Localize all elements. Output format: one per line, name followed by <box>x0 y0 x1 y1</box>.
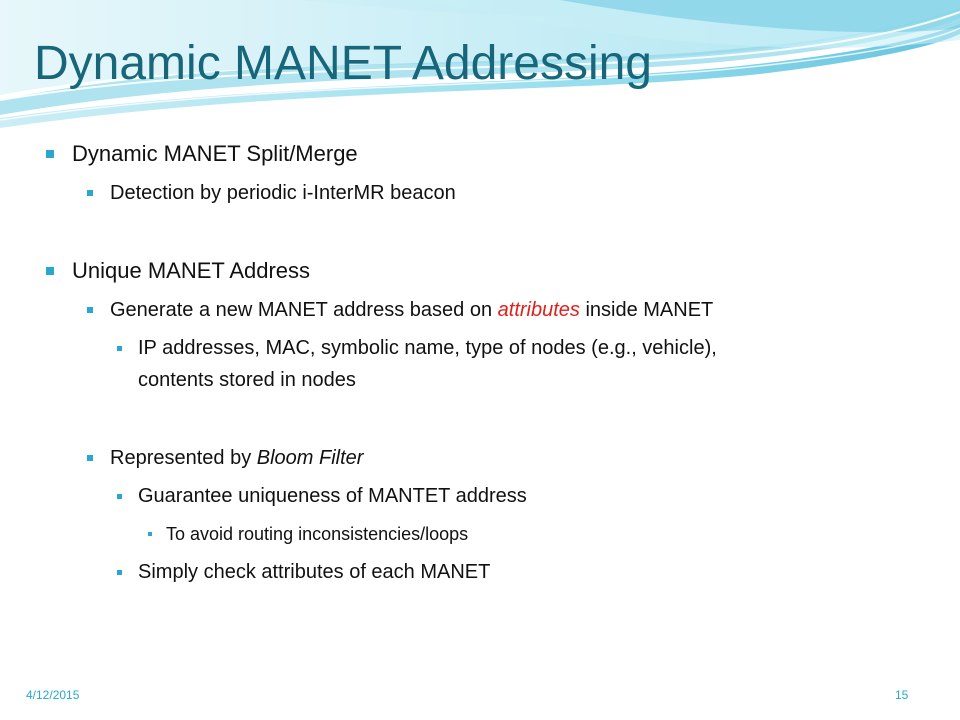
bullet-l4: To avoid routing inconsistencies/loops <box>166 522 468 546</box>
bullet-square-icon <box>87 307 93 313</box>
bullet-text: contents stored in nodes <box>138 369 356 391</box>
bullet-square-icon <box>117 494 122 499</box>
bullet-text: Detection by periodic i-InterMR beacon <box>110 182 456 204</box>
bullet-l3: Guarantee uniqueness of MANTET address <box>138 482 527 510</box>
bullet-text: Dynamic MANET Split/Merge <box>72 141 358 166</box>
footer-page-number: 15 <box>895 688 909 702</box>
bullet-l2: Generate a new MANET address based on at… <box>110 296 713 324</box>
emphasis-text: Bloom Filter <box>256 447 364 469</box>
bullet-square-icon <box>46 267 54 275</box>
bullet-l2: Represented by Bloom Filter <box>110 444 363 472</box>
slide-title: Dynamic MANET Addressing <box>34 37 652 90</box>
bullet-text: Guarantee uniqueness of MANTET address <box>138 485 527 507</box>
bullet-text: IP addresses, MAC, symbolic name, type o… <box>138 337 717 359</box>
bullet-text: To avoid routing inconsistencies/loops <box>166 524 469 544</box>
bullet-l1: Dynamic MANET Split/Merge <box>72 141 358 167</box>
bullet-text: inside MANET <box>579 299 714 321</box>
header-wave-decoration <box>0 0 960 128</box>
bullet-l3: IP addresses, MAC, symbolic name, type o… <box>138 334 717 362</box>
footer-date: 4/12/2015 <box>26 688 80 702</box>
emphasis-text: attributes <box>497 299 580 321</box>
bullet-square-icon <box>117 346 122 351</box>
bullet-square-icon <box>87 455 93 461</box>
bullet-text: Unique MANET Address <box>72 258 311 283</box>
bullet-square-icon <box>117 570 122 575</box>
bullet-l2: Detection by periodic i-InterMR beacon <box>110 179 456 207</box>
bullet-text: Simply check attributes of each MANET <box>138 561 491 583</box>
bullet-text: Generate a new MANET address based on <box>110 299 498 321</box>
bullet-square-icon <box>87 190 93 196</box>
bullet-square-icon <box>148 532 152 536</box>
bullet-text: Represented by <box>110 447 257 469</box>
bullet-square-icon <box>46 150 54 158</box>
bullet-l1: Unique MANET Address <box>72 258 310 284</box>
bullet-l3-continuation: contents stored in nodes <box>138 366 356 394</box>
bullet-l3: Simply check attributes of each MANET <box>138 558 490 586</box>
